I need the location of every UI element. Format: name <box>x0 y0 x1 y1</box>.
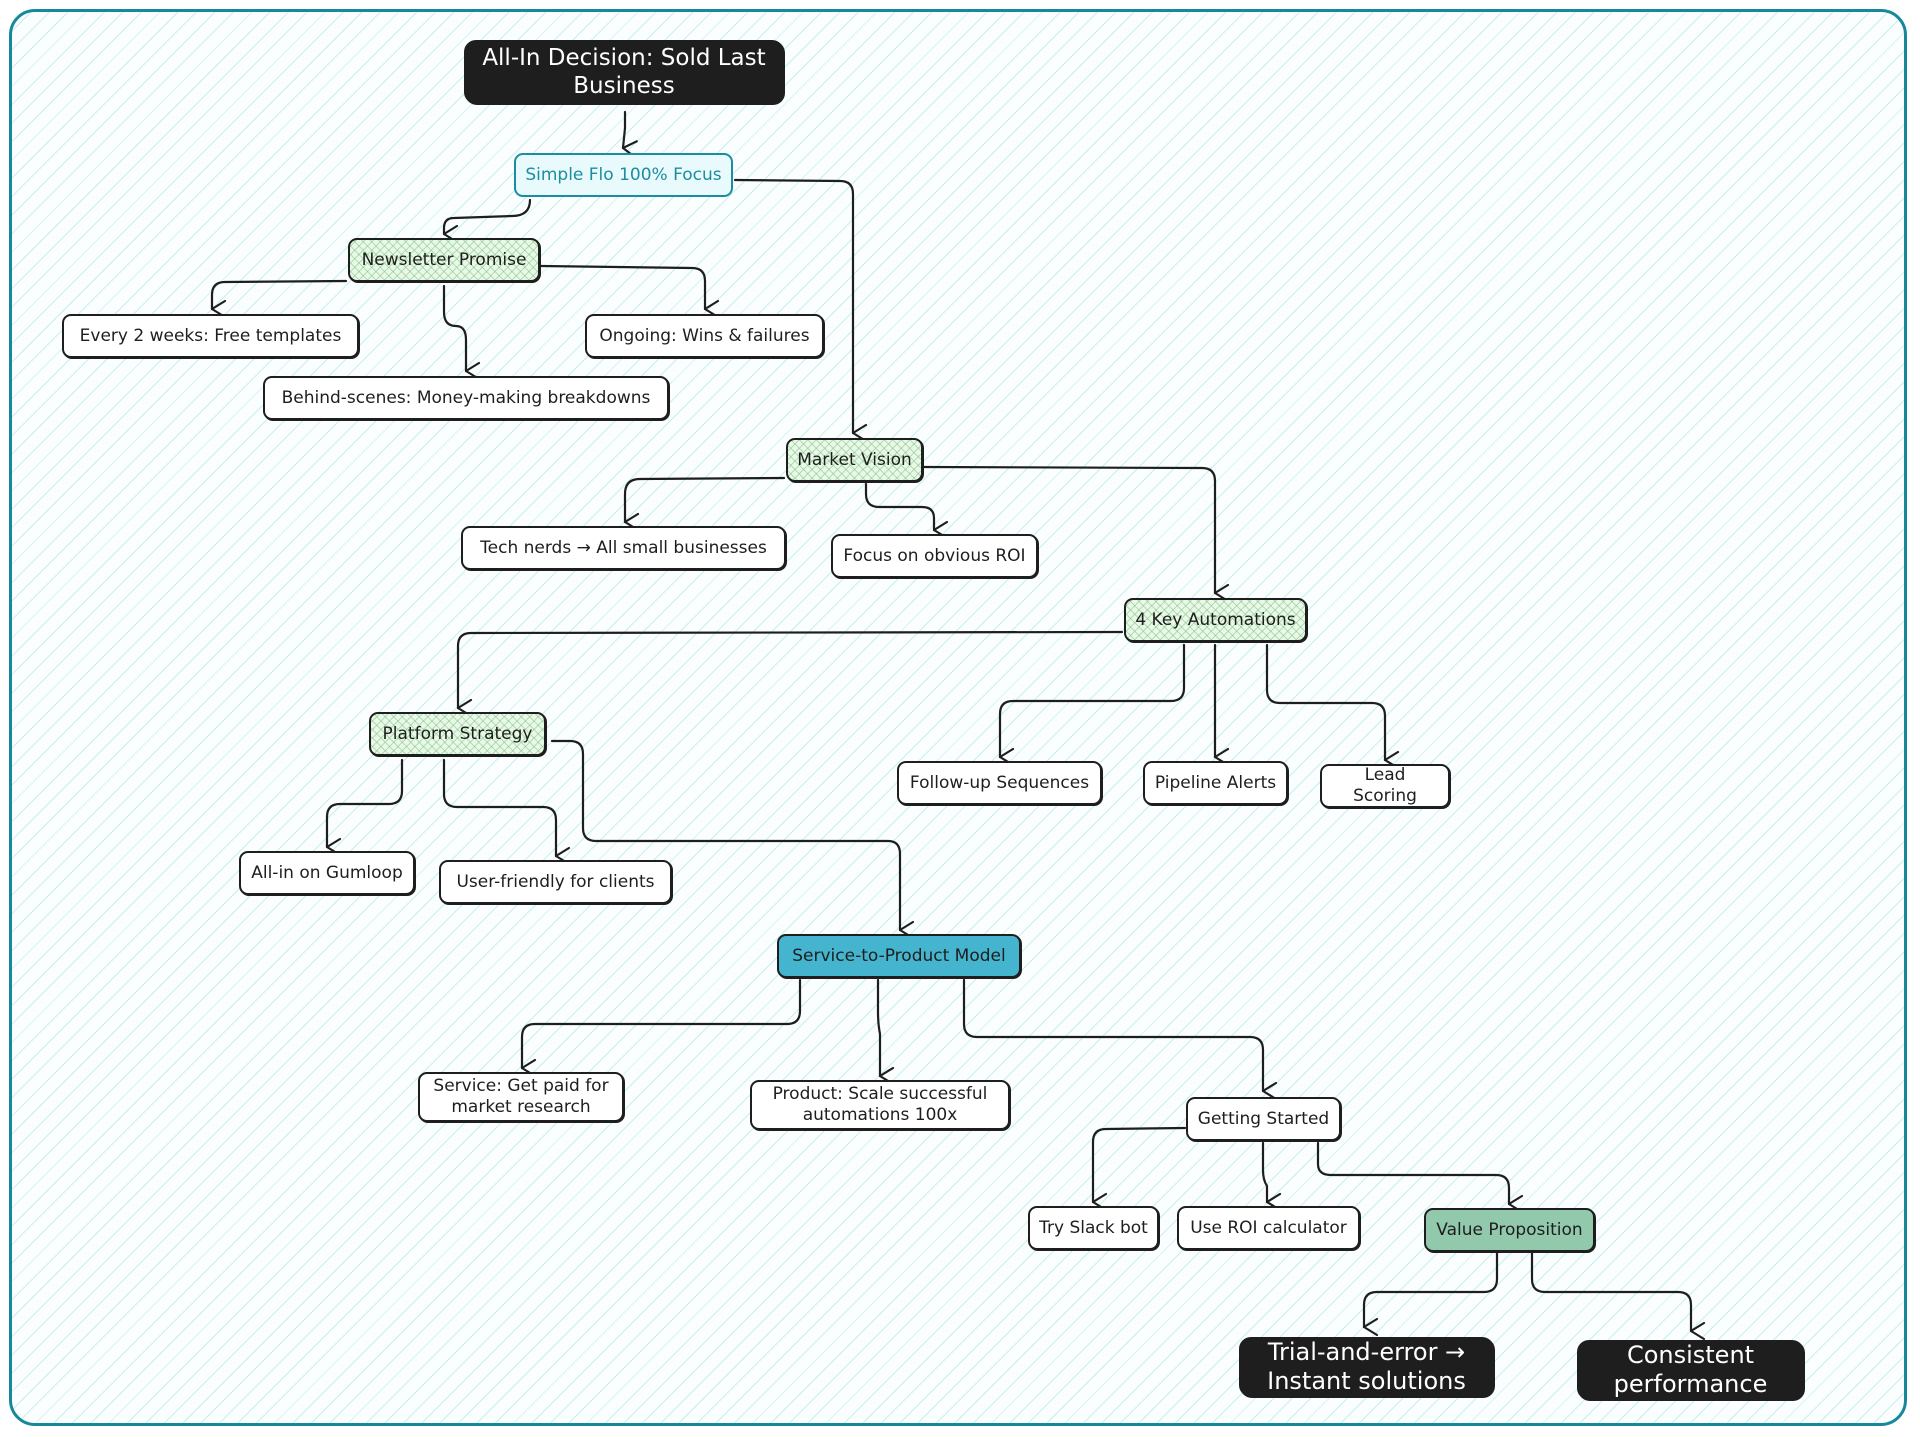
simple-flo-focus-node: Simple Flo 100% Focus <box>514 153 733 197</box>
wins-failures-node: Ongoing: Wins & failures <box>585 314 824 358</box>
trial-error-node: Trial-and-error → Instant solutions <box>1239 1337 1494 1397</box>
roi-calculator-node: Use ROI calculator <box>1177 1206 1360 1250</box>
service-to-product-node: Service-to-Product Model <box>777 934 1021 978</box>
slack-bot-node: Try Slack bot <box>1028 1206 1159 1250</box>
gumloop-node: All-in on Gumloop <box>239 851 415 895</box>
key-automations-node: 4 Key Automations <box>1124 598 1307 642</box>
follow-up-sequences-node: Follow-up Sequences <box>897 761 1102 805</box>
obvious-roi-node: Focus on obvious ROI <box>831 534 1038 578</box>
market-vision-node: Market Vision <box>786 438 923 482</box>
service-market-research-node: Service: Get paid for market research <box>418 1072 624 1122</box>
diagram-canvas <box>9 9 1907 1426</box>
tech-nerds-node: Tech nerds → All small businesses <box>461 526 786 570</box>
value-proposition-node: Value Proposition <box>1424 1208 1595 1252</box>
pipeline-alerts-node: Pipeline Alerts <box>1143 761 1288 805</box>
user-friendly-node: User-friendly for clients <box>439 860 672 904</box>
getting-started-node: Getting Started <box>1186 1097 1341 1141</box>
lead-scoring-node: Lead Scoring <box>1320 764 1450 808</box>
consistent-performance-node: Consistent performance <box>1577 1340 1804 1400</box>
newsletter-promise-node: Newsletter Promise <box>348 238 540 282</box>
decision-node: All-In Decision: Sold Last Business <box>464 40 784 104</box>
behind-scenes-node: Behind-scenes: Money-making breakdowns <box>263 376 669 420</box>
platform-strategy-node: Platform Strategy <box>369 712 546 756</box>
free-templates-node: Every 2 weeks: Free templates <box>62 314 359 358</box>
product-scale-node: Product: Scale successful automations 10… <box>750 1080 1010 1130</box>
